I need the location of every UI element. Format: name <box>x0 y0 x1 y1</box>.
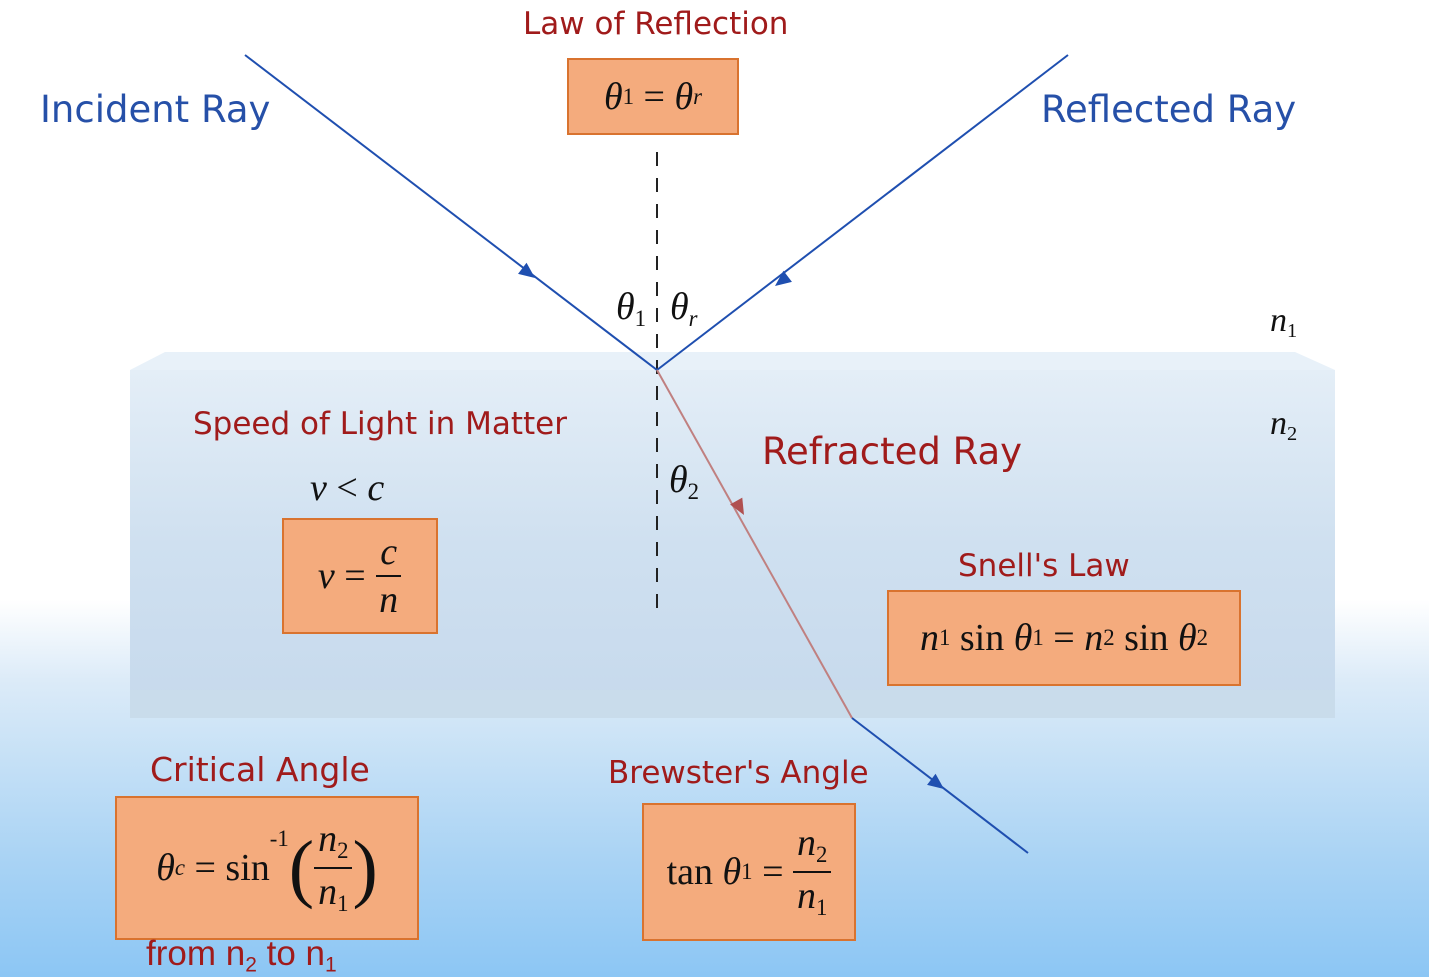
note-sub-1: 1 <box>325 953 337 977</box>
snell-n1: n <box>919 617 939 659</box>
speed-formula-v: v <box>317 555 335 597</box>
critical-inverse: -1 <box>269 826 289 851</box>
snell-theta2-sub: 2 <box>1196 625 1209 650</box>
index-subscript: 2 <box>1287 423 1298 446</box>
brewster-theta: θ <box>722 851 742 893</box>
reflected-ray <box>656 54 1069 371</box>
angle-subscript: r <box>688 305 698 331</box>
brewster-fraction: n2 n1 <box>793 822 832 920</box>
index-subscript: 1 <box>1287 320 1298 343</box>
reflected-ray-label: Reflected Ray <box>1041 88 1297 131</box>
brewster-numerator: n2 <box>793 822 832 873</box>
angle-subscript: 2 <box>687 478 700 504</box>
critical-right-paren: ) <box>352 826 378 910</box>
brewster-equals: = <box>752 851 794 893</box>
slab-bottom-shade <box>130 690 1335 718</box>
snell-theta1-sub: 1 <box>1032 625 1044 650</box>
speed-less-than: < <box>326 467 368 509</box>
note-mid: to n <box>256 934 325 973</box>
critical-num-sub: 2 <box>337 838 349 864</box>
angle-thetar-label: θr <box>670 285 698 332</box>
angle-theta2-label: θ2 <box>669 458 699 505</box>
speed-denominator: n <box>379 579 399 621</box>
angle-theta-symbol: θ <box>616 286 635 328</box>
brewsters-angle-title: Brewster's Angle <box>608 755 869 791</box>
speed-of-light-title: Speed of Light in Matter <box>193 406 567 442</box>
brewster-num-sub: 2 <box>816 842 828 868</box>
snell-theta1: θ <box>1013 617 1033 659</box>
snell-n1-sub: 1 <box>938 625 951 650</box>
critical-numerator: n2 <box>314 818 353 869</box>
formula-theta: θ <box>603 75 623 118</box>
angle-subscript: 1 <box>634 305 647 331</box>
refracted-ray-label: Refracted Ray <box>762 430 1023 473</box>
angle-theta-symbol: θ <box>670 286 689 328</box>
speed-fraction: c n <box>375 533 402 619</box>
snells-law-title: Snell's Law <box>958 548 1130 584</box>
brewster-den-sub: 1 <box>816 894 828 920</box>
snell-equals: = <box>1043 617 1085 659</box>
speed-inequality: v < c <box>310 466 384 510</box>
brewster-denominator: n1 <box>793 873 831 920</box>
critical-equals-sin: = sin <box>184 847 270 889</box>
snell-theta2: θ <box>1177 617 1197 659</box>
brewster-theta-sub: 1 <box>741 859 753 884</box>
speed-formula-equals: = <box>334 555 376 597</box>
speed-v: v <box>310 467 327 509</box>
exit-arrow <box>927 773 944 789</box>
snell-n2: n <box>1084 617 1104 659</box>
upper-medium-index: n1 <box>1270 302 1297 343</box>
snell-n2-sub: 2 <box>1103 625 1115 650</box>
snell-sin: sin <box>1114 617 1178 659</box>
brewster-den-n: n <box>797 875 817 917</box>
note-prefix: from n <box>146 934 246 973</box>
note-sub-2: 2 <box>245 953 257 977</box>
critical-den-sub: 1 <box>337 890 349 916</box>
formula-sub: r <box>693 83 703 109</box>
speed-numerator: c <box>376 533 402 577</box>
critical-angle-title: Critical Angle <box>150 750 370 789</box>
brewster-num-n: n <box>797 822 817 865</box>
critical-theta: θ <box>156 847 175 889</box>
formula-equals: = <box>634 75 675 118</box>
formula-sub: 1 <box>622 83 635 109</box>
slab-top-face <box>130 352 1335 370</box>
brewster-tan: tan <box>666 851 723 893</box>
critical-theta-sub: c <box>174 855 185 880</box>
critical-den-n: n <box>318 871 338 913</box>
lower-medium-index: n2 <box>1270 405 1297 446</box>
critical-fraction: n2 n1 <box>314 818 353 916</box>
refracted-arrow <box>730 497 744 515</box>
index-symbol: n <box>1270 302 1287 339</box>
reflected-arrow <box>775 270 792 286</box>
formula-theta: θ <box>674 75 694 118</box>
speed-c: c <box>367 467 385 509</box>
incident-arrow <box>518 262 535 278</box>
speed-formula-box: v = c n <box>282 518 438 634</box>
index-symbol: n <box>1270 405 1287 442</box>
critical-denominator: n1 <box>314 869 352 916</box>
snell-sin: sin <box>950 617 1014 659</box>
incident-ray <box>244 54 658 371</box>
incident-ray-label: Incident Ray <box>40 88 271 131</box>
critical-left-paren: ( <box>288 826 315 910</box>
refracted-ray <box>656 369 853 719</box>
angle-theta1-label: θ1 <box>616 285 646 332</box>
critical-num-n: n <box>318 818 338 861</box>
angle-theta-symbol: θ <box>669 459 688 501</box>
critical-angle-note: from n2 to n1 <box>146 934 337 977</box>
law-of-reflection-title: Law of Reflection <box>523 6 789 42</box>
